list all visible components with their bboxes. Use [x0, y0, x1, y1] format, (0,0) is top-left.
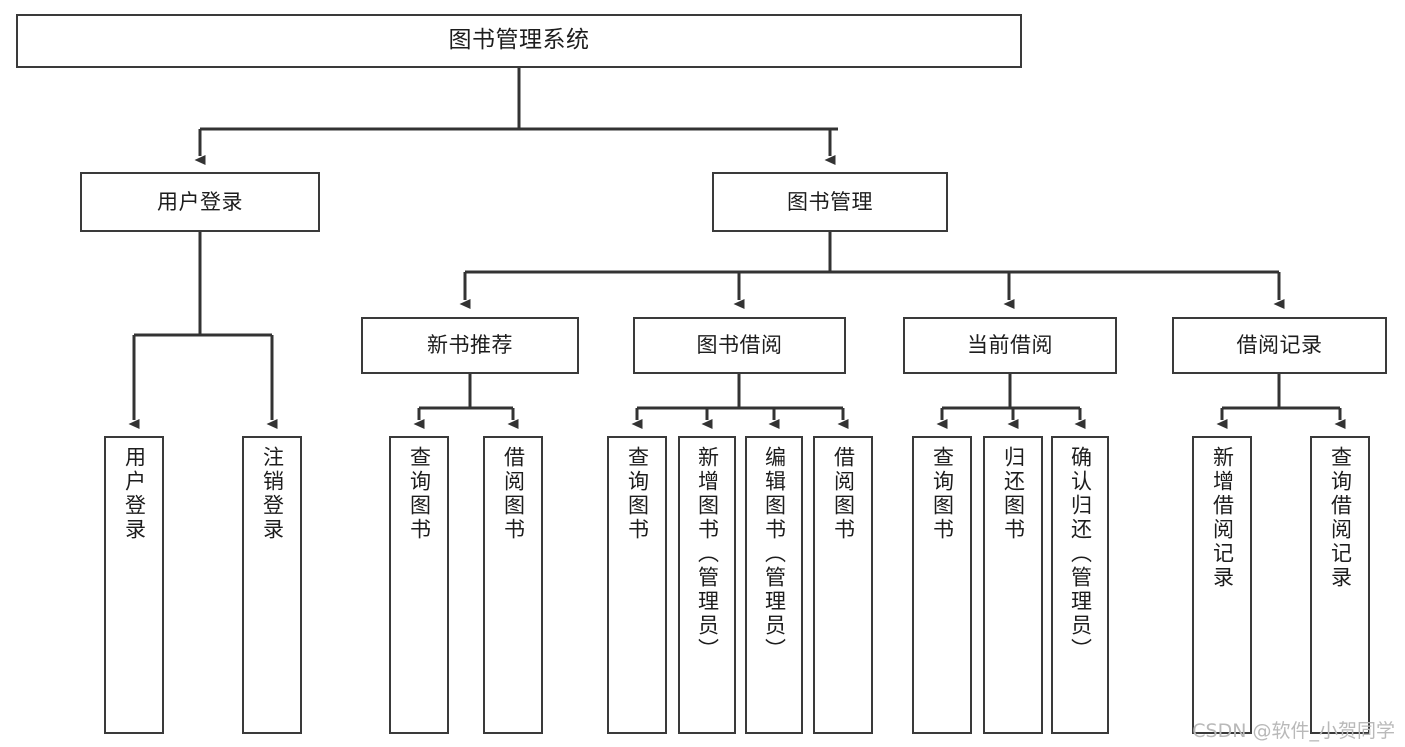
node-leaf-query-book-2[interactable]: 查询图书: [607, 436, 667, 734]
node-root-label: 图书管理系统: [448, 27, 590, 54]
node-leaf-add-record-label: 新增借阅记录: [1210, 446, 1235, 590]
node-leaf-borrow-book-1-label: 借阅图书: [501, 446, 526, 542]
node-current-borrow[interactable]: 当前借阅: [903, 317, 1117, 374]
node-user-login-label: 用户登录: [157, 189, 243, 214]
node-leaf-add-book-label: 新增图书（管理员）: [695, 446, 720, 662]
node-leaf-user-login-label: 用户登录: [122, 446, 147, 542]
node-leaf-confirm-return-label: 确认归还（管理员）: [1068, 446, 1093, 662]
node-new-book-recommend[interactable]: 新书推荐: [361, 317, 579, 374]
node-leaf-add-book[interactable]: 新增图书（管理员）: [678, 436, 736, 734]
node-borrow-record-label: 借阅记录: [1236, 333, 1323, 358]
node-leaf-query-book-2-label: 查询图书: [625, 446, 650, 542]
node-leaf-edit-book-label: 编辑图书（管理员）: [762, 446, 787, 662]
node-leaf-edit-book[interactable]: 编辑图书（管理员）: [745, 436, 803, 734]
node-leaf-query-book-3[interactable]: 查询图书: [912, 436, 972, 734]
node-leaf-query-book-1-label: 查询图书: [407, 446, 432, 542]
node-leaf-query-record[interactable]: 查询借阅记录: [1310, 436, 1370, 734]
watermark-text: CSDN @软件_小贺同学: [1192, 720, 1395, 742]
node-leaf-return-book-label: 归还图书: [1001, 446, 1026, 542]
node-new-book-recommend-label: 新书推荐: [427, 333, 513, 358]
node-leaf-return-book[interactable]: 归还图书: [983, 436, 1043, 734]
node-book-manage[interactable]: 图书管理: [712, 172, 948, 232]
node-book-borrow[interactable]: 图书借阅: [633, 317, 846, 374]
node-user-login[interactable]: 用户登录: [80, 172, 320, 232]
node-leaf-user-login[interactable]: 用户登录: [104, 436, 164, 734]
node-leaf-confirm-return[interactable]: 确认归还（管理员）: [1051, 436, 1109, 734]
node-leaf-query-record-label: 查询借阅记录: [1328, 446, 1353, 590]
node-leaf-add-record[interactable]: 新增借阅记录: [1192, 436, 1252, 734]
node-leaf-query-book-3-label: 查询图书: [930, 446, 955, 542]
node-book-borrow-label: 图书借阅: [696, 333, 783, 358]
node-leaf-borrow-book-2-label: 借阅图书: [831, 446, 856, 542]
node-current-borrow-label: 当前借阅: [967, 333, 1053, 358]
node-leaf-user-logout[interactable]: 注销登录: [242, 436, 302, 734]
node-root[interactable]: 图书管理系统: [16, 14, 1022, 68]
node-leaf-borrow-book-1[interactable]: 借阅图书: [483, 436, 543, 734]
node-borrow-record[interactable]: 借阅记录: [1172, 317, 1387, 374]
node-leaf-borrow-book-2[interactable]: 借阅图书: [813, 436, 873, 734]
node-leaf-query-book-1[interactable]: 查询图书: [389, 436, 449, 734]
node-leaf-user-logout-label: 注销登录: [260, 446, 285, 542]
node-book-manage-label: 图书管理: [787, 189, 873, 214]
